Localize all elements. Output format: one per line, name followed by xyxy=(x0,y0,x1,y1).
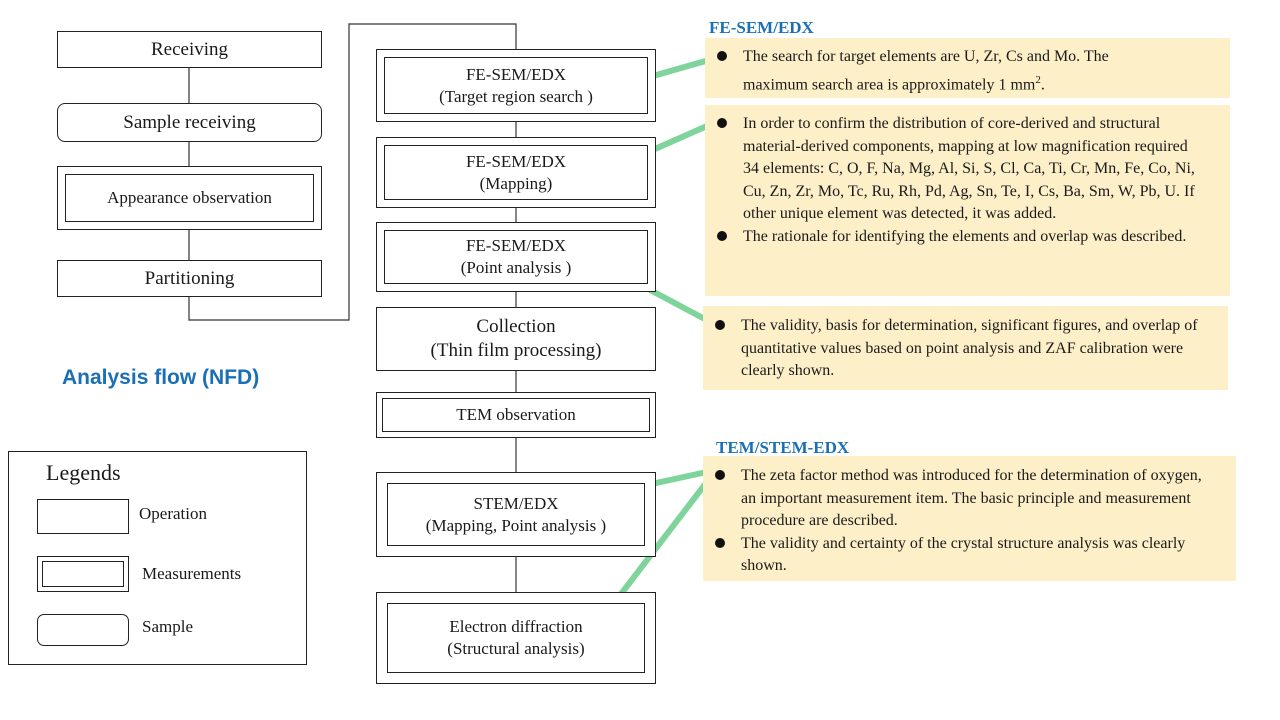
analysis-flow-title: Analysis flow (NFD) xyxy=(62,366,260,389)
receiving-box: Receiving xyxy=(57,31,322,68)
fesem-search-box: FE-SEM/EDX (Target region search ) xyxy=(376,49,656,122)
receiving-label: Receiving xyxy=(150,38,229,60)
electron-diffraction-subtitle: (Structural analysis) xyxy=(447,639,585,658)
fesem-point-subtitle: (Point analysis ) xyxy=(460,258,572,277)
fesem-notes-header: FE-SEM/EDX xyxy=(709,18,814,37)
fesem-search-inner: FE-SEM/EDX (Target region search ) xyxy=(384,57,648,114)
fesem-search-subtitle: (Target region search ) xyxy=(439,86,593,106)
partitioning-box: Partitioning xyxy=(57,260,322,297)
collection-box: Collection (Thin film processing) xyxy=(376,307,656,371)
fesem-mapping-subtitle: (Mapping) xyxy=(479,173,553,193)
legend-measurements-swatch xyxy=(37,556,129,592)
fesem-mapping-title: FE-SEM/EDX xyxy=(465,151,567,171)
appearance-observation-inner: Appearance observation xyxy=(65,174,314,222)
stem-edx-box: STEM/EDX (Mapping, Point analysis ) xyxy=(376,472,656,557)
sample-receiving-label: Sample receiving xyxy=(123,111,256,133)
legend-sample-swatch xyxy=(37,614,129,646)
collection-title: Collection xyxy=(476,316,556,337)
legend-title: Legends xyxy=(46,460,121,485)
fesem-mapping-inner: FE-SEM/EDX (Mapping) xyxy=(384,145,648,200)
note-search-line2: maximum search area is approximately 1 m… xyxy=(743,75,1036,93)
note-crystal-text: The validity and certainty of the crysta… xyxy=(741,534,1186,575)
note-zeta-text: The zeta factor method was introduced fo… xyxy=(741,467,1202,529)
bullet-icon xyxy=(717,118,727,128)
note-point-analysis: The validity, basis for determination, s… xyxy=(703,306,1228,390)
fesem-search-title: FE-SEM/EDX xyxy=(465,64,567,84)
partitioning-label: Partitioning xyxy=(144,267,235,289)
stem-edx-subtitle: (Mapping, Point analysis ) xyxy=(425,515,607,535)
note-search-line1: The search for target elements are U, Zr… xyxy=(743,48,1109,65)
bullet-icon xyxy=(715,537,725,548)
legend-operation-label: Operation xyxy=(139,504,207,523)
note-tem-stem: The zeta factor method was introduced fo… xyxy=(703,456,1236,581)
appearance-observation-label: Appearance observation xyxy=(107,188,272,207)
fesem-mapping-box: FE-SEM/EDX (Mapping) xyxy=(376,137,656,208)
legend-measurements-label: Measurements xyxy=(142,564,242,583)
fesem-point-inner: FE-SEM/EDX (Point analysis ) xyxy=(384,230,648,284)
bullet-icon xyxy=(717,51,727,61)
stem-edx-inner: STEM/EDX (Mapping, Point analysis ) xyxy=(387,483,645,546)
tem-notes-header: TEM/STEM-EDX xyxy=(716,438,850,457)
electron-diffraction-inner: Electron diffraction (Structural analysi… xyxy=(387,603,645,673)
tem-observation-label: TEM observation xyxy=(456,405,576,424)
legend-panel: Legends Operation Measurements Sample xyxy=(8,451,307,665)
note-point-text: The validity, basis for determination, s… xyxy=(741,317,1198,379)
tem-observation-box: TEM observation xyxy=(376,392,656,438)
bullet-icon xyxy=(715,320,725,330)
note-rationale-text: The rationale for identifying the elemen… xyxy=(743,227,1187,245)
legend-operation-swatch xyxy=(37,499,129,534)
note-target-search: The search for target elements are U, Zr… xyxy=(705,38,1230,98)
stem-edx-title: STEM/EDX xyxy=(473,493,559,513)
fesem-point-box: FE-SEM/EDX (Point analysis ) xyxy=(376,222,656,292)
note-search-end: . xyxy=(1040,75,1045,93)
sample-receiving-box: Sample receiving xyxy=(57,103,322,142)
flow-connector-branch xyxy=(188,23,517,321)
collection-subtitle: (Thin film processing) xyxy=(430,340,602,361)
tem-observation-inner: TEM observation xyxy=(382,398,650,432)
electron-diffraction-title: Electron diffraction xyxy=(449,617,583,636)
bullet-icon xyxy=(715,470,725,480)
fesem-point-title: FE-SEM/EDX xyxy=(465,236,567,255)
legend-sample-label: Sample xyxy=(142,617,193,636)
note-mapping: In order to confirm the distribution of … xyxy=(705,105,1230,296)
note-mapping-text: In order to confirm the distribution of … xyxy=(743,115,1195,222)
note-search-superscript: 2 xyxy=(1035,73,1041,86)
electron-diffraction-box: Electron diffraction (Structural analysi… xyxy=(376,592,656,684)
bullet-icon xyxy=(717,230,727,241)
appearance-observation-box: Appearance observation xyxy=(57,166,322,230)
